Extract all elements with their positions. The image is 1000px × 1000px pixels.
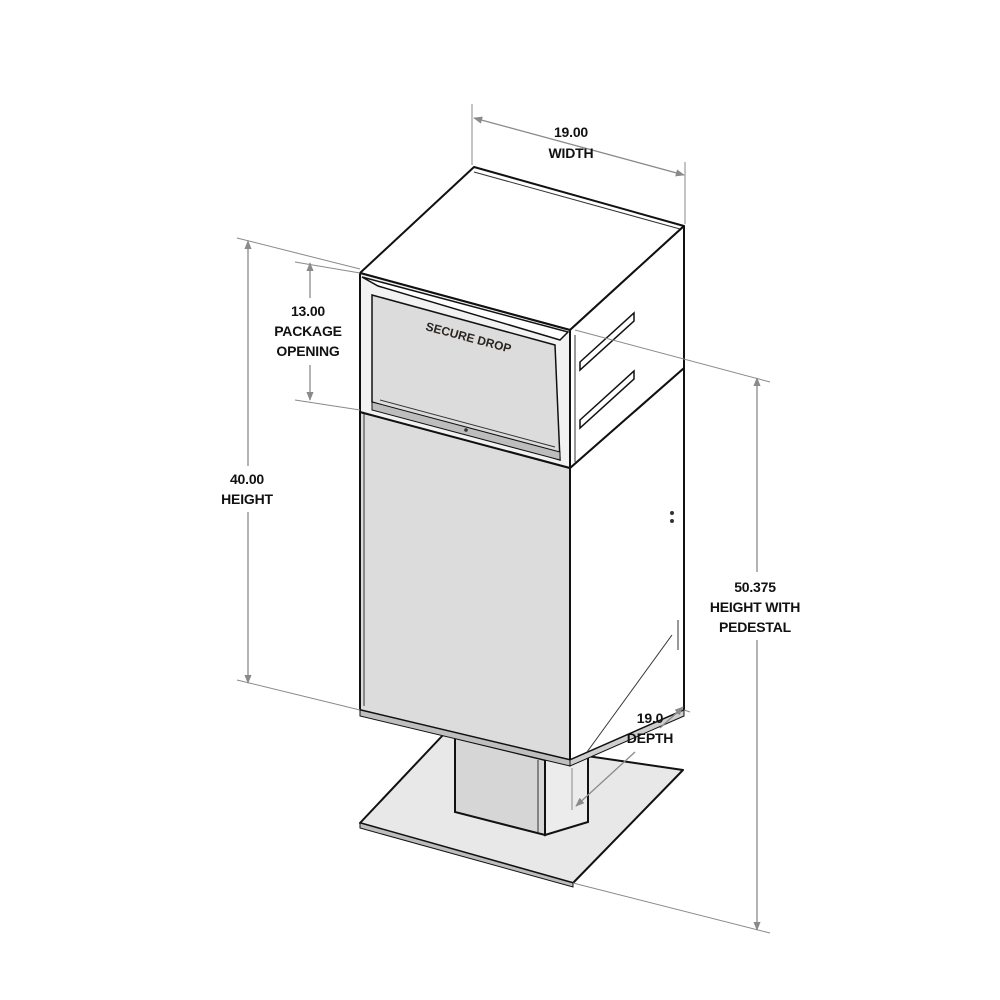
height-with-pedestal-value: 50.375	[734, 579, 776, 595]
height-value: 40.00	[230, 471, 264, 487]
width-value: 19.00	[554, 124, 588, 140]
package-opening-value: 13.00	[291, 303, 325, 319]
package-opening-dimension: 13.00 PACKAGE OPENING	[274, 261, 361, 411]
height-with-pedestal-dimension: 50.375 HEIGHT WITH PEDESTAL	[572, 329, 800, 934]
depth-dimension: 19.0 DEPTH	[571, 706, 691, 810]
depth-label: DEPTH	[627, 730, 674, 746]
package-opening-line1: PACKAGE	[274, 323, 342, 339]
pedestal-column	[454, 736, 589, 837]
height-with-pedestal-line1: HEIGHT WITH	[710, 599, 800, 615]
width-dimension: 19.00 WIDTH	[471, 104, 686, 224]
height-dimension: 40.00 HEIGHT	[221, 237, 361, 711]
height-with-pedestal-line2: PEDESTAL	[719, 619, 792, 635]
height-label: HEIGHT	[221, 491, 273, 507]
upper-cabinet	[359, 166, 685, 469]
depth-value: 19.0	[637, 710, 664, 726]
width-label: WIDTH	[549, 145, 594, 161]
package-opening-line2: OPENING	[276, 343, 339, 359]
